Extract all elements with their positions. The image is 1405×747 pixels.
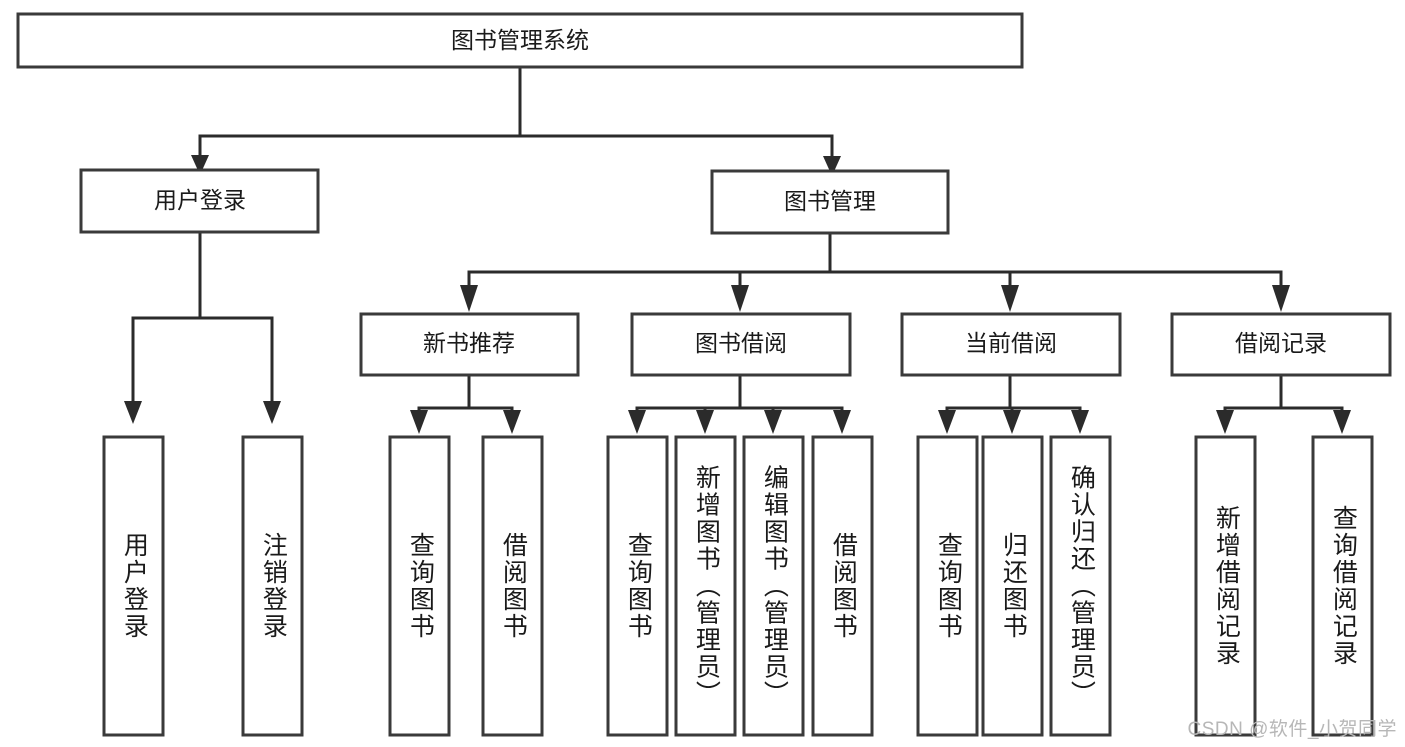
arrow-to-leaf-logout	[263, 401, 281, 424]
leaf-label: 查询图书	[624, 532, 653, 640]
leaf-label: 查询借阅记录	[1329, 505, 1358, 667]
arrow-to-leaf-user-login	[124, 401, 142, 424]
connector-borrowrecord-to-leaves	[1223, 373, 1344, 414]
arrow-bookborrow-leaf-3	[764, 410, 782, 434]
current-borrow-box[interactable]	[900, 312, 1122, 377]
leaf-box[interactable]	[674, 435, 737, 737]
book-borrow-label: 图书借阅	[695, 330, 787, 356]
leaf-box[interactable]	[981, 435, 1044, 737]
arrow-to-book-borrow	[731, 285, 749, 312]
leaf-label: 新增图书（管理员）	[692, 465, 721, 708]
leaf-label: 查询图书	[934, 532, 963, 640]
borrow-record-label: 借阅记录	[1235, 330, 1327, 356]
leaf-book-borrow-4[interactable]: 借阅图书	[811, 435, 874, 737]
node-new-book-recommend[interactable]: 新书推荐	[359, 312, 580, 377]
node-borrow-record[interactable]: 借阅记录	[1170, 312, 1392, 377]
connector-user-login-to-leaves	[131, 230, 274, 403]
arrow-currentborrow-leaf-3	[1071, 410, 1089, 434]
leaf-box[interactable]	[1194, 435, 1257, 737]
leaf-box[interactable]	[388, 435, 451, 737]
leaf-current-borrow-1[interactable]: 查询图书	[916, 435, 979, 737]
leaf-label: 归还图书	[999, 532, 1028, 640]
leaf-borrow-record-2[interactable]: 查询借阅记录	[1311, 435, 1374, 737]
user-login-box[interactable]	[79, 168, 320, 234]
arrow-bookborrow-leaf-4	[833, 410, 851, 434]
arrow-to-new-book	[460, 285, 478, 312]
leaf-box[interactable]	[102, 435, 165, 737]
leaf-user-login-2[interactable]: 注销登录	[241, 435, 304, 737]
leaf-label: 新增借阅记录	[1212, 505, 1241, 667]
root-label: 图书管理系统	[451, 27, 589, 53]
arrow-newbook-leaf-1	[410, 410, 428, 434]
arrow-currentborrow-leaf-2	[1003, 410, 1021, 434]
connector-newbook-to-leaves	[417, 373, 514, 416]
new-book-recommend-label: 新书推荐	[423, 330, 515, 356]
arrow-to-current-borrow	[1001, 285, 1019, 312]
leaf-box[interactable]	[811, 435, 874, 737]
arrow-currentborrow-leaf-1	[938, 410, 956, 434]
arrow-to-borrow-record	[1272, 285, 1290, 312]
leaf-box[interactable]	[1049, 435, 1112, 737]
leaf-label: 查询图书	[406, 532, 435, 640]
leaf-box[interactable]	[916, 435, 979, 737]
leaf-book-borrow-1[interactable]: 查询图书	[606, 435, 669, 737]
node-root-system[interactable]: 图书管理系统	[16, 12, 1024, 69]
current-borrow-label: 当前借阅	[965, 330, 1057, 356]
arrow-newbook-leaf-2	[503, 410, 521, 434]
leaf-current-borrow-2[interactable]: 归还图书	[981, 435, 1044, 737]
arrow-bookborrow-leaf-1	[628, 410, 646, 434]
leaf-label: 编辑图书（管理员）	[760, 465, 789, 708]
leaf-new-book-1[interactable]: 查询图书	[388, 435, 451, 737]
leaf-label: 借阅图书	[499, 532, 528, 640]
leaf-box[interactable]	[606, 435, 669, 737]
leaf-new-book-2[interactable]: 借阅图书	[481, 435, 544, 737]
leaf-current-borrow-3[interactable]: 确认归还（管理员）	[1049, 435, 1112, 737]
arrow-to-user-login	[191, 155, 209, 175]
leaf-box[interactable]	[1311, 435, 1374, 737]
book-management-box[interactable]	[710, 169, 950, 235]
node-current-borrow[interactable]: 当前借阅	[900, 312, 1122, 377]
leaf-box[interactable]	[481, 435, 544, 737]
node-user-login[interactable]: 用户登录	[79, 168, 320, 234]
leaf-label: 确认归还（管理员）	[1067, 465, 1096, 708]
leaf-box[interactable]	[241, 435, 304, 737]
arrow-to-book-manage	[823, 156, 841, 176]
leaf-borrow-record-1[interactable]: 新增借阅记录	[1194, 435, 1257, 737]
book-management-label: 图书管理	[784, 188, 876, 214]
leaf-label: 用户登录	[120, 532, 149, 640]
arrow-borrowrecord-leaf-1	[1216, 410, 1234, 434]
leaf-label: 注销登录	[259, 532, 288, 640]
book-borrow-box[interactable]	[630, 312, 852, 377]
node-book-management[interactable]: 图书管理	[710, 169, 950, 235]
user-login-label: 用户登录	[154, 187, 246, 213]
borrow-record-box[interactable]	[1170, 312, 1392, 377]
connector-root-to-level2	[198, 65, 834, 158]
connector-bookborrow-to-leaves	[635, 373, 844, 414]
leaf-box[interactable]	[742, 435, 805, 737]
new-book-recommend-box[interactable]	[359, 312, 580, 377]
arrow-borrowrecord-leaf-2	[1333, 410, 1351, 434]
leaf-user-login-1[interactable]: 用户登录	[102, 435, 165, 737]
node-book-borrow[interactable]: 图书借阅	[630, 312, 852, 377]
connector-currentborrow-to-leaves	[945, 373, 1082, 414]
leaf-label: 借阅图书	[829, 532, 858, 640]
leaf-book-borrow-3[interactable]: 编辑图书（管理员）	[742, 435, 805, 737]
arrow-bookborrow-leaf-2	[696, 410, 714, 434]
connector-layer	[124, 65, 1351, 434]
root-box[interactable]	[16, 12, 1024, 69]
connector-book-manage-to-level3	[467, 231, 1283, 287]
leaf-book-borrow-2[interactable]: 新增图书（管理员）	[674, 435, 737, 737]
